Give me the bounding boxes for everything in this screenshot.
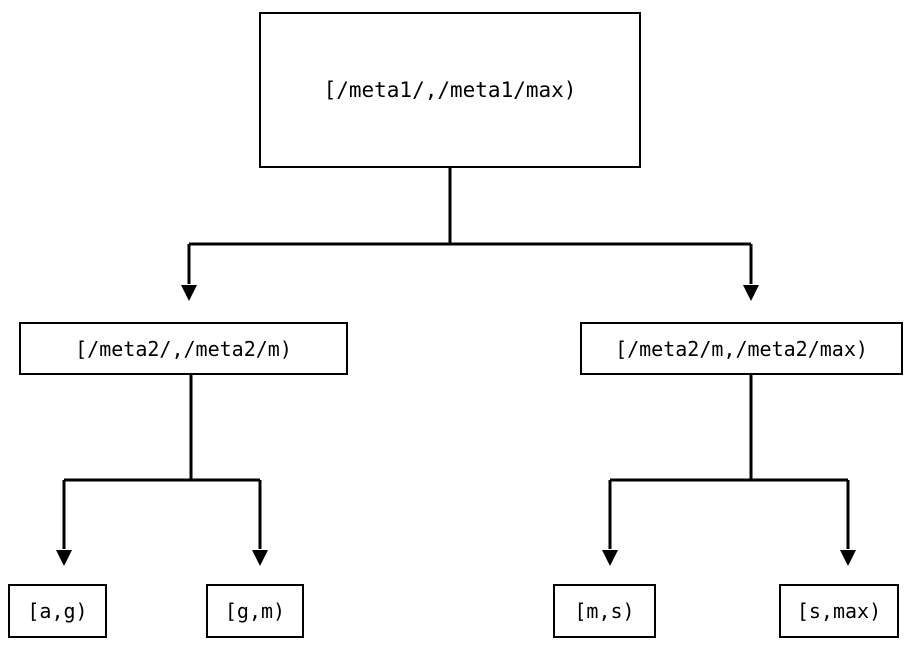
tree-node-leaf-s-max[interactable]: [s,max) — [779, 584, 899, 638]
arrowhead-to-mid-left — [181, 285, 197, 301]
arrowhead-to-leaf-ag — [56, 550, 72, 566]
tree-node-leaf-g-m-label: [g,m) — [224, 599, 286, 623]
arrowhead-to-leaf-smax — [840, 550, 856, 566]
tree-node-mid-right[interactable]: [/meta2/m,/meta2/max) — [580, 322, 903, 375]
tree-node-leaf-g-m[interactable]: [g,m) — [206, 584, 304, 638]
tree-node-root[interactable]: [/meta1/,/meta1/max) — [259, 12, 641, 168]
tree-node-root-label: [/meta1/,/meta1/max) — [323, 77, 577, 102]
tree-node-mid-left-label: [/meta2/,/meta2/m) — [75, 336, 292, 361]
tree-node-leaf-a-g[interactable]: [a,g) — [8, 584, 107, 638]
tree-node-leaf-a-g-label: [a,g) — [27, 599, 88, 623]
arrowhead-to-leaf-gm — [252, 550, 268, 566]
arrowhead-to-mid-right — [743, 285, 759, 301]
tree-node-leaf-m-s-label: [m,s) — [574, 599, 635, 623]
tree-node-leaf-s-max-label: [s,max) — [796, 599, 882, 623]
tree-node-mid-left[interactable]: [/meta2/,/meta2/m) — [19, 322, 348, 375]
arrowhead-to-leaf-ms — [602, 550, 618, 566]
tree-node-leaf-m-s[interactable]: [m,s) — [553, 584, 656, 638]
tree-node-mid-right-label: [/meta2/m,/meta2/max) — [615, 336, 868, 361]
